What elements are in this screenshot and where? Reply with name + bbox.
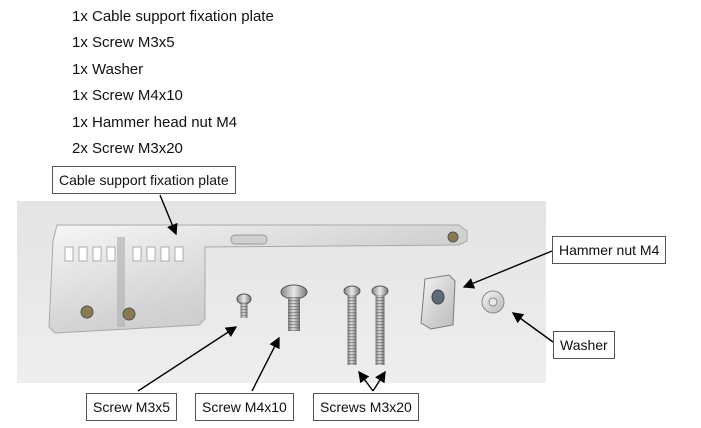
cable-support-plate	[48, 224, 468, 334]
parts-list: 1x Cable support fixation plate 1x Screw…	[72, 4, 274, 162]
parts-photo	[17, 201, 546, 383]
screw-m3x20	[371, 285, 389, 365]
parts-list-item: 1x Hammer head nut M4	[72, 113, 238, 131]
callout-screw-m4x10: Screw M4x10	[195, 393, 294, 421]
screw-m3x20	[343, 285, 361, 365]
hammer-nut	[420, 274, 456, 330]
parts-list-item: 1x Screw M3x5	[72, 34, 175, 52]
parts-list-item: 1x Washer	[72, 60, 144, 78]
callout-washer: Washer	[553, 331, 615, 359]
callout-hammer-nut: Hammer nut M4	[552, 236, 667, 264]
washer	[481, 290, 505, 314]
parts-list-item: 1x Cable support fixation plate	[72, 8, 274, 25]
screw-m3x5	[236, 293, 252, 318]
callout-screw-m3x5: Screw M3x5	[86, 393, 178, 421]
parts-list-item: 1x Screw M4x10	[72, 87, 183, 105]
callout-plate: Cable support fixation plate	[52, 166, 236, 194]
screw-m4x10	[280, 284, 308, 331]
parts-list-item: 2x Screw M3x20	[72, 139, 183, 157]
callout-screws-m3x20: Screws M3x20	[313, 393, 419, 421]
